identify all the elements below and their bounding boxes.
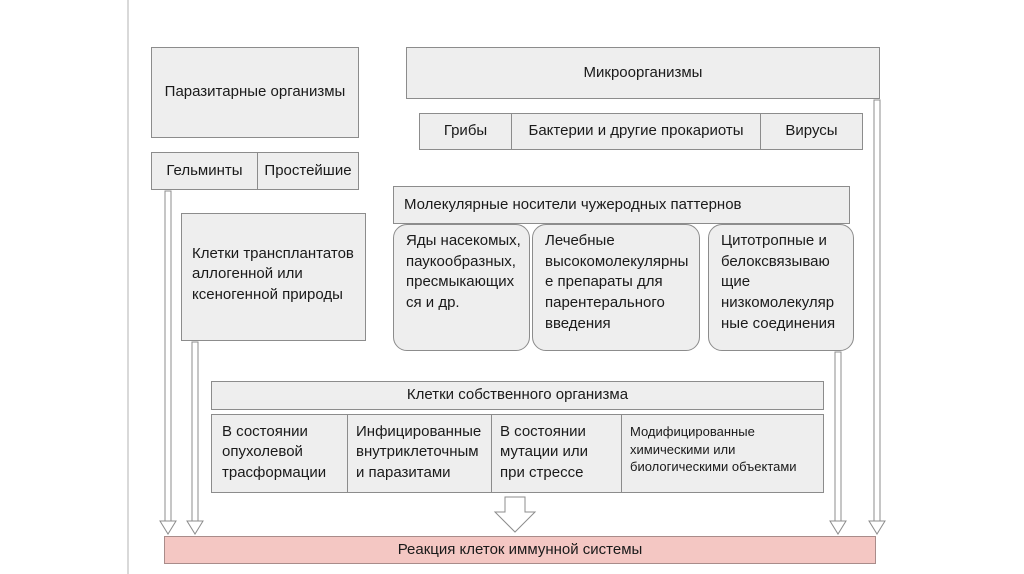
microorganisms-title: Микроорганизмы	[583, 63, 703, 81]
protozoa-cell: Простейшие	[257, 153, 358, 189]
cytotropic-text: Цитотропные и белоксвязываю щие низкомол…	[721, 232, 836, 332]
viruses-cell: Вирусы	[760, 114, 862, 149]
arrow-parasitic	[159, 190, 177, 535]
arrow-transplant	[186, 341, 204, 535]
helminths-label: Гельминты	[166, 161, 243, 179]
own-cells-row: В состоянии опухолевой трасформации Инфи…	[211, 414, 824, 493]
parasitic-organisms-box: Паразитарные организмы	[151, 47, 359, 138]
tumor-text: В состоянии опухолевой трасформации	[222, 423, 327, 481]
tumor-cell: В состоянии опухолевой трасформации	[212, 415, 347, 492]
microorganisms-sub-row: Грибы Бактерии и другие прокариоты Вирус…	[419, 113, 863, 150]
helminths-cell: Гельминты	[152, 153, 257, 189]
infected-text: Инфицированные внутриклеточным и паразит…	[356, 423, 482, 481]
microorganisms-box: Микроорганизмы	[406, 47, 880, 99]
infected-cell: Инфицированные внутриклеточным и паразит…	[347, 415, 491, 492]
arrow-microorganisms	[868, 99, 886, 535]
molecular-item-venoms: Яды насекомых, паукообразных, пресмыкающ…	[393, 224, 530, 351]
slide-edge-line	[127, 0, 129, 574]
immune-reaction-title: Реакция клеток иммунной системы	[397, 540, 643, 558]
molecular-carriers-header: Молекулярные носители чужеродных паттерн…	[393, 186, 850, 224]
modified-cell: Модифицированные химическими или биологи…	[621, 415, 823, 492]
own-cells-title: Клетки собственного организма	[406, 386, 629, 404]
bacteria-label: Бактерии и другие прокариоты	[528, 122, 744, 140]
protozoa-label: Простейшие	[264, 161, 352, 179]
drugs-text: Лечебные высокомолекулярны е препараты д…	[545, 232, 689, 332]
fungi-label: Грибы	[443, 122, 488, 140]
arrow-molecular	[829, 351, 847, 535]
modified-text: Модифицированные химическими или биологи…	[630, 424, 797, 475]
parasitic-sub-row: Гельминты Простейшие	[151, 152, 359, 190]
own-cells-header: Клетки собственного организма	[211, 381, 824, 410]
bacteria-cell: Бактерии и другие прокариоты	[511, 114, 760, 149]
molecular-carriers-title: Молекулярные носители чужеродных паттерн…	[404, 195, 742, 213]
mutation-text: В состоянии мутации или при стрессе	[500, 423, 589, 481]
viruses-label: Вирусы	[785, 122, 838, 140]
parasitic-organisms-title: Паразитарные организмы	[164, 83, 346, 101]
molecular-item-drugs: Лечебные высокомолекулярны е препараты д…	[532, 224, 700, 351]
mutation-cell: В состоянии мутации или при стрессе	[491, 415, 621, 492]
immune-reaction-box: Реакция клеток иммунной системы	[164, 536, 876, 564]
venoms-text: Яды насекомых, паукообразных, пресмыкающ…	[406, 232, 521, 312]
transplant-cells-text: Клетки трансплантатов аллогенной или ксе…	[192, 245, 354, 303]
molecular-item-cytotropic: Цитотропные и белоксвязываю щие низкомол…	[708, 224, 854, 351]
arrow-own-cells	[493, 496, 537, 533]
fungi-cell: Грибы	[420, 114, 511, 149]
transplant-cells-box: Клетки трансплантатов аллогенной или ксе…	[181, 213, 366, 341]
